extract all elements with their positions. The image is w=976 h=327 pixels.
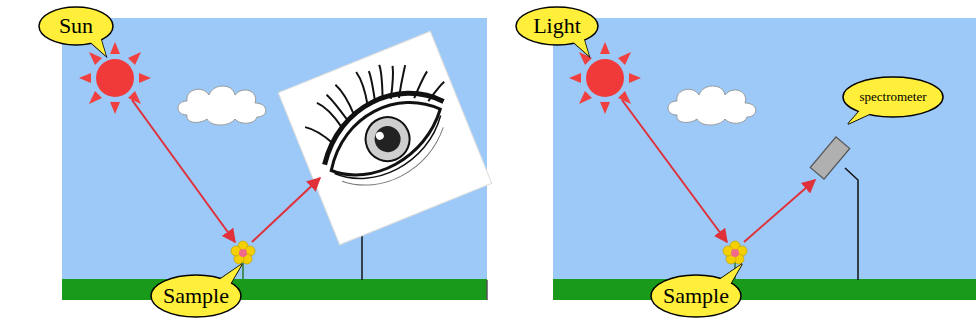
bubble-label: Sample: [150, 274, 242, 318]
panel-edge: [486, 280, 488, 300]
bubble-label: Sample: [650, 274, 742, 318]
ground-strip: [62, 279, 487, 300]
light-ray: [252, 178, 320, 242]
sun-symbol: [569, 42, 641, 114]
light-ray: [744, 180, 815, 242]
eye-picture: [278, 31, 491, 244]
bubble-label: spectrometer: [842, 76, 944, 118]
spectrometer-device: [810, 137, 850, 179]
light-ray: [622, 100, 727, 242]
bubble-label: Light: [515, 6, 599, 46]
bubble-label: Sun: [38, 6, 114, 46]
light-ray: [132, 100, 235, 242]
speech-bubble: spectrometer: [842, 76, 944, 118]
sky-panel: [553, 18, 976, 280]
speech-bubble: Sample: [650, 274, 742, 318]
ground-strip: [553, 279, 976, 300]
speech-bubble: Light: [515, 6, 599, 46]
cloud: [178, 86, 266, 125]
speech-bubble: Sun: [38, 6, 114, 46]
sun-symbol: [79, 42, 151, 114]
speech-bubble: Sample: [150, 274, 242, 318]
stand-pole: [845, 168, 858, 280]
cloud: [668, 86, 756, 125]
